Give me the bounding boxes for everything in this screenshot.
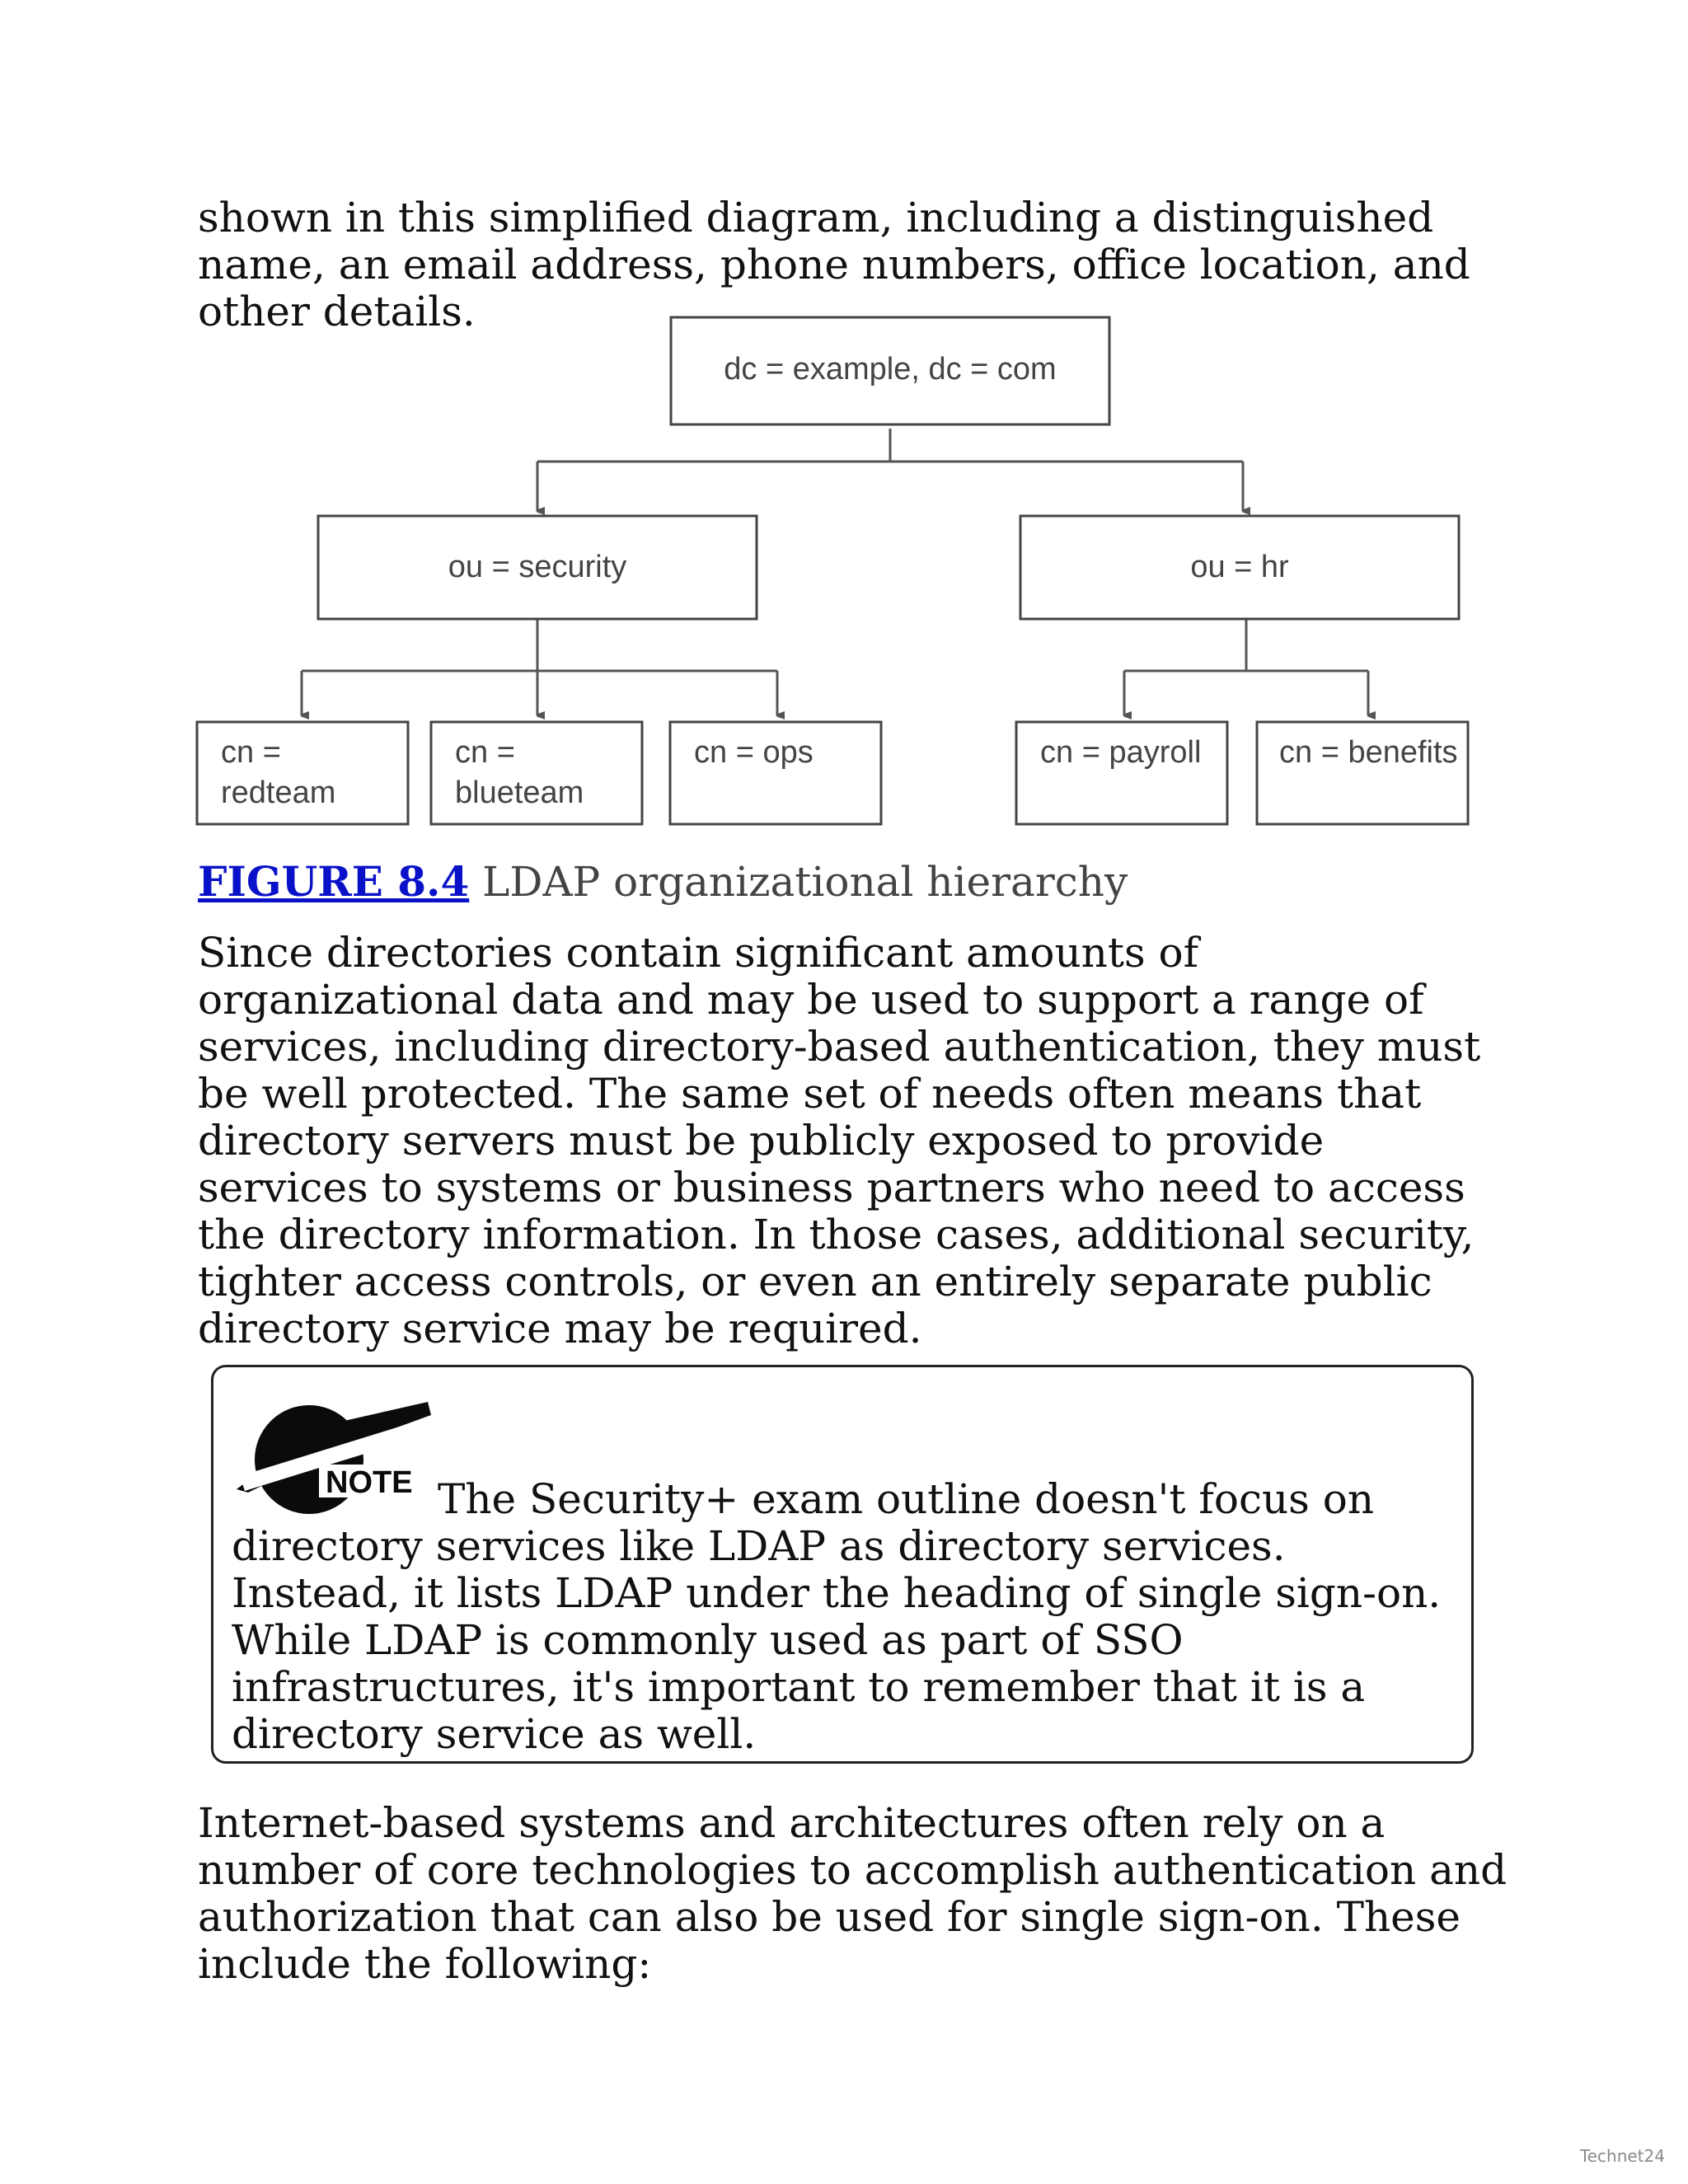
node-root: dc = example, dc = com (724, 352, 1056, 387)
node-root-box (669, 316, 1111, 426)
connector-hr (1124, 620, 1368, 673)
node-cn-redteam-line2: redteam (221, 776, 335, 810)
node-ou-security: ou = security (448, 550, 627, 584)
body-paragraph-1: Since directories contain significant am… (198, 929, 1481, 1352)
node-cn-benefits: cn = benefits (1279, 735, 1458, 770)
node-ou-hr-box (1019, 514, 1461, 621)
figure-caption-text: LDAP organizational hierarchy (482, 858, 1128, 906)
ldap-hierarchy-diagram: dc = example, dc = com ou = security ou … (195, 316, 1470, 826)
node-cn-blueteam-box (429, 720, 644, 826)
connector-security (302, 620, 777, 673)
node-cn-redteam-line1: cn = (221, 735, 281, 770)
note-icon-label: NOTE (326, 1465, 413, 1500)
node-cn-benefits-box (1255, 720, 1470, 826)
node-cn-ops: cn = ops (694, 735, 814, 770)
note-box: NOTE The Security+ exam outline doesn't … (211, 1365, 1474, 1764)
note-pen-icon: NOTE (237, 1402, 431, 1514)
node-cn-redteam-box (195, 720, 410, 826)
connector-root (537, 429, 1243, 463)
figure-link[interactable]: FIGURE 8.4 (198, 857, 470, 906)
note-text: The Security+ exam outline doesn't focus… (232, 1475, 1442, 1758)
node-cn-blueteam-line1: cn = (455, 735, 515, 770)
intro-paragraph: shown in this simplified diagram, includ… (198, 194, 1470, 335)
figure-caption: FIGURE 8.4 LDAP organizational hierarchy (198, 857, 1128, 907)
node-cn-payroll-box (1015, 720, 1229, 826)
node-cn-payroll: cn = payroll (1040, 735, 1201, 770)
body-paragraph-2: Internet-based systems and architectures… (198, 1799, 1507, 1988)
node-ou-hr: ou = hr (1190, 550, 1289, 584)
watermark: Technet24 (1579, 2146, 1665, 2166)
node-cn-blueteam-line2: blueteam (455, 776, 584, 810)
node-cn-ops-box (668, 720, 883, 826)
node-ou-security-box (316, 514, 758, 621)
